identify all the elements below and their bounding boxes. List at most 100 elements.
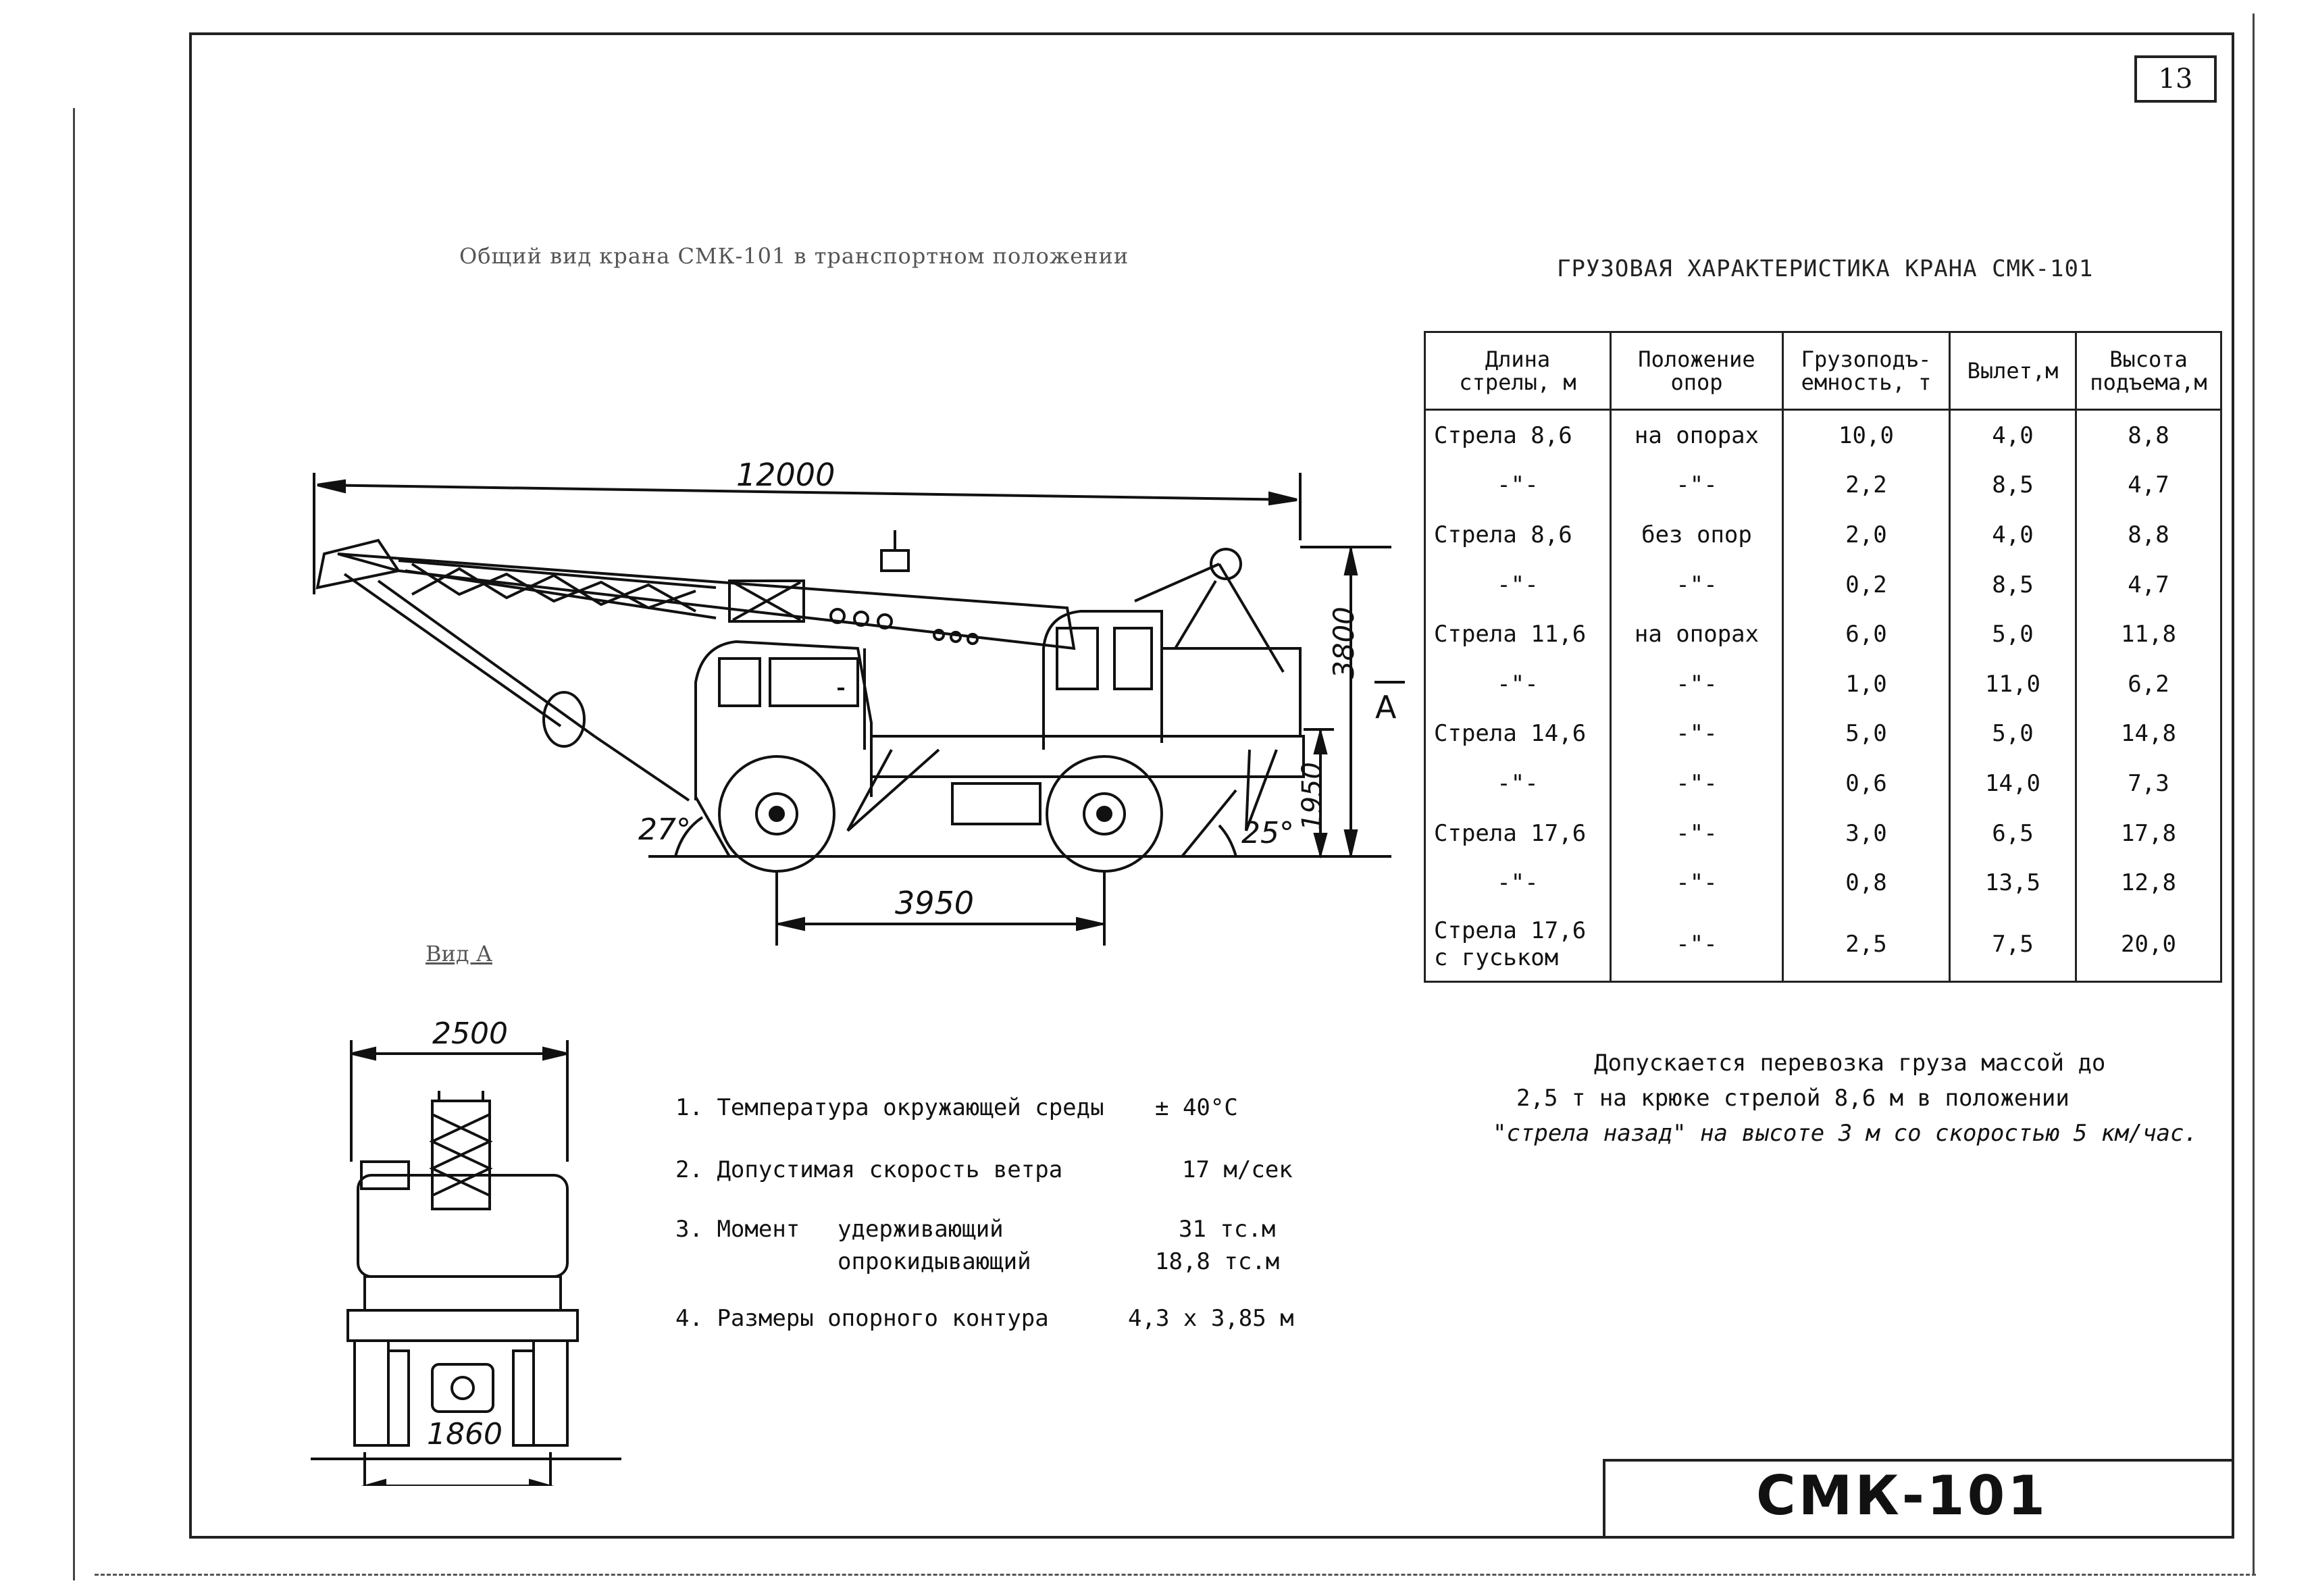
cell-height: 8,8 xyxy=(2075,510,2222,560)
cell-support: -"- xyxy=(1610,559,1784,610)
truck-bed xyxy=(870,735,1305,778)
cell-boom: Стрела 11,6 xyxy=(1424,609,1612,659)
cell-height: 8,8 xyxy=(2075,409,2222,461)
note-line-1: Допускается перевозка груза массой до xyxy=(1594,1050,2106,1077)
counterweight xyxy=(1160,647,1302,738)
table-row: -"- -"- 0,8 13,5 12,8 xyxy=(1424,858,2222,908)
cell-height: 17,8 xyxy=(2075,808,2222,858)
cargo-table: Длина стрелы, м Положение опор Грузоподъ… xyxy=(1424,331,2222,983)
cell-reach: 7,5 xyxy=(1949,907,2077,983)
spec-num: 2. xyxy=(675,1156,703,1183)
cell-boom: Стрела 17,6 с гуськом xyxy=(1424,907,1612,983)
spec-value: 17 м/сек xyxy=(1182,1156,1293,1183)
transport-note: Допускается перевозка груза массой до 2,… xyxy=(1493,1046,2236,1151)
cell-support: -"- xyxy=(1610,858,1784,908)
view-a-drawing xyxy=(311,1040,621,1486)
cell-capacity: 0,6 xyxy=(1782,758,1951,808)
cell-capacity: 2,2 xyxy=(1782,460,1951,511)
spec-num: 3. xyxy=(675,1216,703,1243)
table-row: Стрела 8,6 без опор 2,0 4,0 8,8 xyxy=(1424,510,2222,560)
cell-reach: 14,0 xyxy=(1949,758,2077,808)
page-number: 13 xyxy=(2134,55,2217,103)
table-row: -"- -"- 1,0 11,0 6,2 xyxy=(1424,659,2222,709)
spec-support-contour: 4. Размеры опорного контура xyxy=(675,1305,1049,1332)
cell-capacity: 3,0 xyxy=(1782,808,1951,858)
cell-boom: -"- xyxy=(1424,858,1612,908)
cell-support: -"- xyxy=(1610,709,1784,759)
stamp-title: СМК-101 xyxy=(1756,1464,2048,1527)
spec-temperature: 1. Температура окружающей среды xyxy=(675,1094,1104,1121)
table-row: Стрела 17,6 с гуськом -"- 2,5 7,5 20,0 xyxy=(1424,907,2222,983)
spec-sub-label: удерживающий xyxy=(838,1216,1004,1243)
dim-12000: 12000 xyxy=(736,457,835,493)
table-row: -"- -"- 0,2 8,5 4,7 xyxy=(1424,559,2222,610)
cell-height: 4,7 xyxy=(2075,460,2222,511)
cell-height: 20,0 xyxy=(2075,907,2222,983)
angle-rear: 25° xyxy=(1241,816,1294,850)
boom xyxy=(337,552,1076,650)
dim-2500: 2500 xyxy=(432,1016,508,1051)
cell-height: 4,7 xyxy=(2075,559,2222,610)
spec-value: 4,3 x 3,85 м xyxy=(1128,1305,1294,1332)
header-reach: Вылет,м xyxy=(1949,331,2077,411)
cargo-table-header: Длина стрелы, м Положение опор Грузоподъ… xyxy=(1424,331,2222,411)
cell-boom: Стрела 8,6 xyxy=(1424,510,1612,560)
spec-num: 1. xyxy=(675,1094,703,1121)
header-support-position: Положение опор xyxy=(1610,331,1784,411)
table-row: Стрела 11,6 на опорах 6,0 5,0 11,8 xyxy=(1424,609,2222,659)
spec-label: Размеры опорного контура xyxy=(717,1305,1049,1332)
cell-boom: -"- xyxy=(1424,659,1612,709)
header-boom-length: Длина стрелы, м xyxy=(1424,331,1612,411)
cell-support: -"- xyxy=(1610,808,1784,858)
header-capacity: Грузоподъ-емность, т xyxy=(1782,331,1951,411)
cell-boom: -"- xyxy=(1424,460,1612,511)
spec-moment: 3. Момент xyxy=(675,1216,800,1243)
cargo-table-title: ГРУЗОВАЯ ХАРАКТЕРИСТИКА КРАНА СМК-101 xyxy=(1557,255,2094,282)
cell-height: 11,8 xyxy=(2075,609,2222,659)
cell-capacity: 1,0 xyxy=(1782,659,1951,709)
cell-capacity: 0,2 xyxy=(1782,559,1951,610)
sheet-border xyxy=(189,32,2234,1539)
angle-front: 27° xyxy=(638,813,691,847)
cell-support: -"- xyxy=(1610,758,1784,808)
spec-label: Момент xyxy=(717,1216,800,1243)
cell-support: -"- xyxy=(1610,907,1784,983)
table-row: -"- -"- 2,2 8,5 4,7 xyxy=(1424,460,2222,511)
table-row: Стрела 14,6 -"- 5,0 5,0 14,8 xyxy=(1424,709,2222,759)
cell-capacity: 0,8 xyxy=(1782,858,1951,908)
cell-reach: 11,0 xyxy=(1949,659,2077,709)
cell-capacity: 10,0 xyxy=(1782,409,1951,461)
cell-reach: 8,5 xyxy=(1949,559,2077,610)
cell-boom: Стрела 8,6 xyxy=(1424,409,1612,461)
table-row: Стрела 17,6 -"- 3,0 6,5 17,8 xyxy=(1424,808,2222,858)
drawing-title: Общий вид крана СМК-101 в транспортном п… xyxy=(459,243,1129,269)
cell-boom: Стрела 14,6 xyxy=(1424,709,1612,759)
cell-boom: Стрела 17,6 xyxy=(1424,808,1612,858)
title-block xyxy=(1603,1459,2232,1539)
spec-wind: 2. Допустимая скорость ветра xyxy=(675,1156,1062,1183)
cell-height: 12,8 xyxy=(2075,858,2222,908)
table-row: -"- -"- 0,6 14,0 7,3 xyxy=(1424,758,2222,808)
dim-3950: 3950 xyxy=(895,885,975,921)
cell-reach: 5,0 xyxy=(1949,609,2077,659)
cell-support: на опорах xyxy=(1610,609,1784,659)
spec-sub-label: опрокидывающий xyxy=(838,1248,1031,1275)
dim-1950: 1950 xyxy=(1297,762,1328,831)
cell-support: -"- xyxy=(1610,460,1784,511)
cell-capacity: 2,5 xyxy=(1782,907,1951,983)
spec-label: Допустимая скорость ветра xyxy=(717,1156,1063,1183)
cell-reach: 13,5 xyxy=(1949,858,2077,908)
outrigger-front xyxy=(846,748,940,832)
dim-3800: 3800 xyxy=(1327,607,1360,679)
outrigger-rear xyxy=(1245,749,1278,831)
spec-value: 18,8 тс.м xyxy=(1155,1248,1280,1275)
spec-value: ± 40°C xyxy=(1155,1094,1238,1121)
cell-reach: 4,0 xyxy=(1949,409,2077,461)
cell-support: на опорах xyxy=(1610,409,1784,461)
outer-right-line xyxy=(2253,14,2255,1574)
section-a-marker: А xyxy=(1375,689,1397,725)
cell-support: -"- xyxy=(1610,659,1784,709)
spec-value: 31 тс.м xyxy=(1179,1216,1276,1243)
dim-12000-line xyxy=(317,484,1297,501)
